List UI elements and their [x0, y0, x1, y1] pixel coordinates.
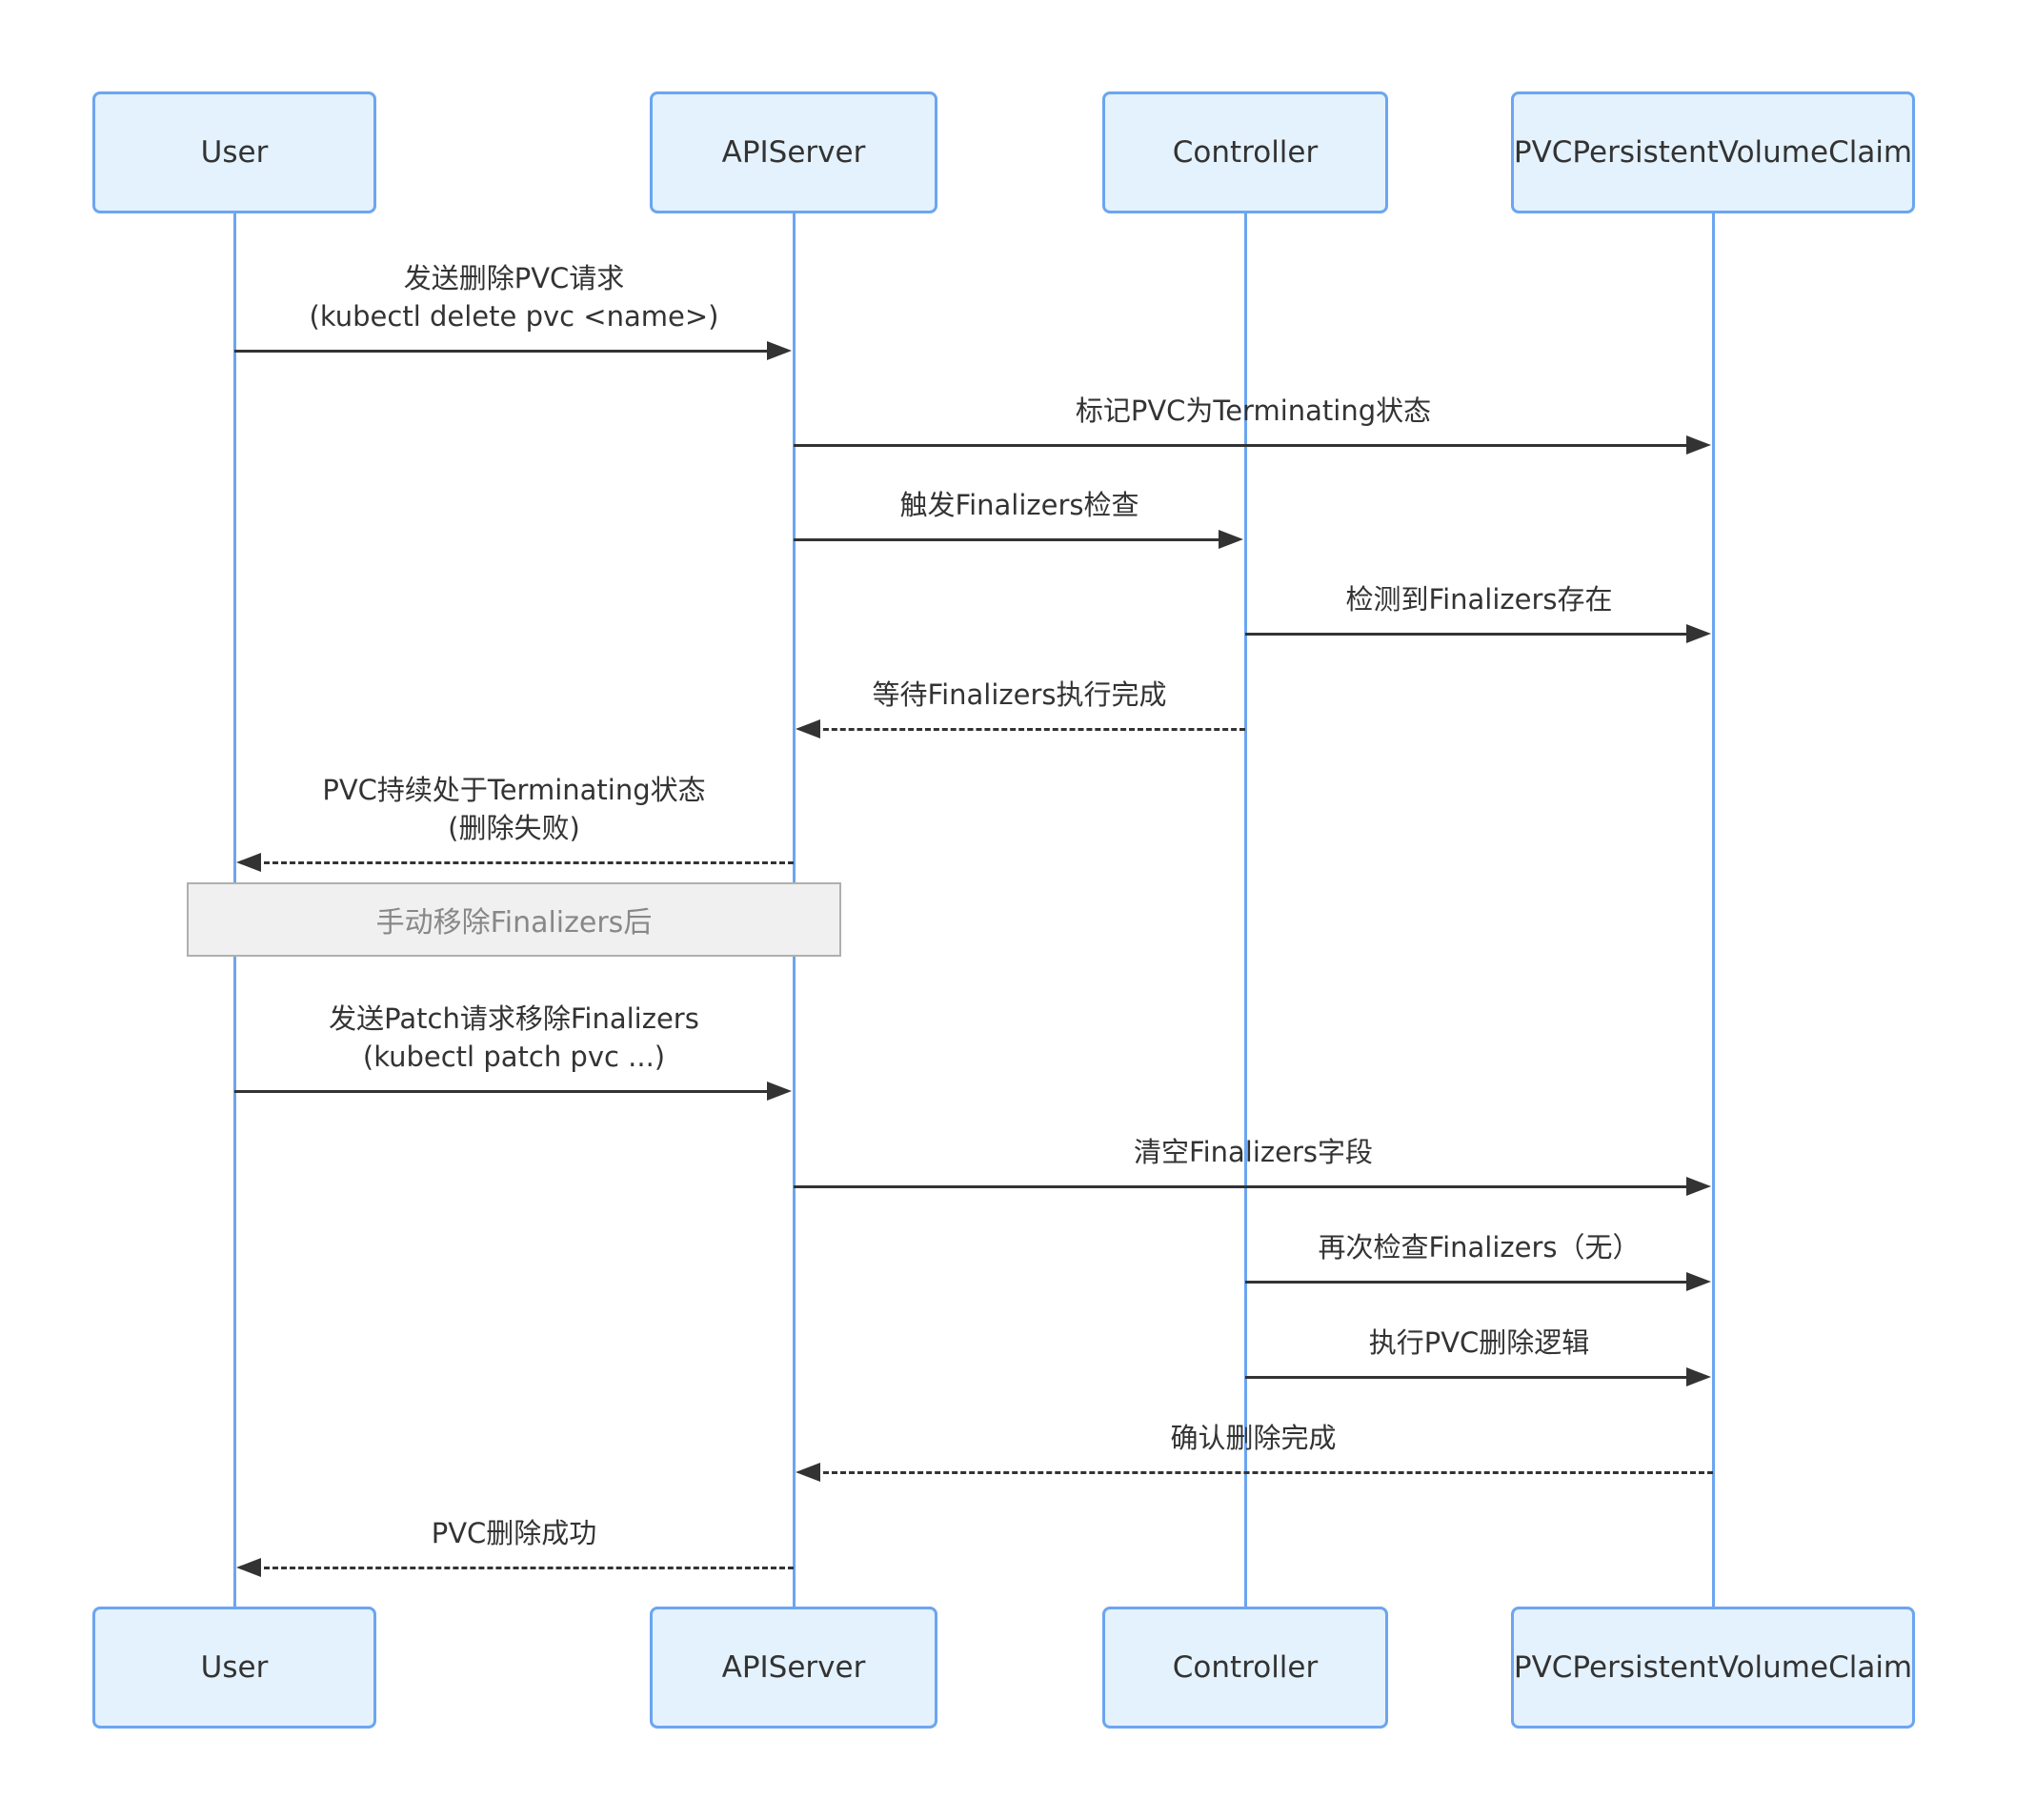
message-line-10 — [1245, 1375, 1692, 1379]
note-box: 手动移除Finalizers后 — [187, 882, 841, 957]
lifeline-controller — [1243, 212, 1247, 1608]
message-label-7: 发送Patch请求移除Finalizers (kubectl patch pvc … — [329, 1000, 699, 1076]
message-label-9: 再次检查Finalizers（无） — [1319, 1228, 1641, 1266]
arrowhead-icon — [1686, 1367, 1711, 1386]
message-line-12 — [255, 1566, 794, 1569]
participant-apiserver-bottom: APIServer — [650, 1607, 937, 1729]
message-line-5 — [815, 727, 1245, 731]
participant-label: User — [200, 135, 269, 170]
message-label-3: 触发Finalizers检查 — [900, 486, 1139, 524]
participant-controller-bottom: Controller — [1102, 1607, 1388, 1729]
message-text-line: 触发Finalizers检查 — [899, 489, 1139, 521]
message-text-line: 发送删除PVC请求 — [403, 262, 625, 294]
participant-label: APIServer — [721, 1650, 866, 1685]
arrowhead-icon — [796, 719, 820, 738]
message-label-12: PVC删除成功 — [432, 1514, 597, 1552]
participant-label: User — [200, 1650, 269, 1685]
message-text-line: 检测到Finalizers存在 — [1345, 583, 1613, 616]
message-label-11: 确认删除完成 — [1170, 1419, 1336, 1457]
message-line-7 — [234, 1089, 773, 1093]
arrowhead-icon — [767, 1082, 792, 1101]
message-label-8: 清空Finalizers字段 — [1134, 1133, 1373, 1171]
participant-label: APIServer — [721, 135, 866, 170]
message-label-5: 等待Finalizers执行完成 — [873, 676, 1167, 714]
arrowhead-icon — [1686, 1272, 1711, 1291]
message-text-line: (删除失败) — [448, 812, 580, 844]
message-line-2 — [794, 443, 1692, 447]
message-line-11 — [815, 1470, 1713, 1474]
participant-label: Controller — [1172, 135, 1319, 170]
participant-user-bottom: User — [92, 1607, 376, 1729]
message-text-line: 清空Finalizers字段 — [1134, 1136, 1373, 1168]
message-text-line: 确认删除完成 — [1170, 1422, 1337, 1454]
arrowhead-icon — [767, 341, 792, 360]
message-text-line: 执行PVC删除逻辑 — [1368, 1326, 1590, 1359]
message-label-1: 发送删除PVC请求 (kubectl delete pvc <name>) — [310, 259, 719, 335]
message-label-10: 执行PVC删除逻辑 — [1369, 1324, 1590, 1362]
note-label: 手动移除Finalizers后 — [375, 906, 653, 940]
arrowhead-icon — [1219, 530, 1243, 549]
message-text-line: (kubectl patch pvc ...) — [362, 1041, 666, 1073]
arrowhead-icon — [1686, 624, 1711, 643]
participant-apiserver-top: APIServer — [650, 91, 937, 213]
lifeline-pvc — [1711, 212, 1715, 1608]
message-line-9 — [1245, 1280, 1692, 1284]
message-line-3 — [794, 537, 1224, 541]
message-text-line: 等待Finalizers执行完成 — [872, 678, 1167, 711]
participant-label: Controller — [1172, 1650, 1319, 1685]
message-text-line: PVC删除成功 — [431, 1517, 597, 1549]
message-line-4 — [1245, 632, 1692, 636]
message-label-2: 标记PVC为Terminating状态 — [1076, 392, 1431, 430]
participant-controller-top: Controller — [1102, 91, 1388, 213]
message-label-4: 检测到Finalizers存在 — [1346, 580, 1613, 618]
message-text-line: 再次检查Finalizers（无） — [1318, 1231, 1641, 1264]
message-text-line: 发送Patch请求移除Finalizers — [329, 1002, 699, 1035]
participant-pvc-bottom: PVCPersistentVolumeClaim — [1511, 1607, 1915, 1729]
message-text-line: PVC持续处于Terminating状态 — [322, 774, 706, 806]
arrowhead-icon — [1686, 435, 1711, 455]
arrowhead-icon — [236, 853, 261, 872]
message-line-6 — [255, 860, 794, 864]
participant-pvc-top: PVCPersistentVolumeClaim — [1511, 91, 1915, 213]
message-text-line: (kubectl delete pvc <name>) — [309, 300, 719, 333]
arrowhead-icon — [1686, 1177, 1711, 1196]
participant-label: PVCPersistentVolumeClaim — [1513, 135, 1913, 170]
participant-user-top: User — [92, 91, 376, 213]
arrowhead-icon — [236, 1558, 261, 1577]
arrowhead-icon — [796, 1463, 820, 1482]
message-line-8 — [794, 1184, 1692, 1188]
message-text-line: 标记PVC为Terminating状态 — [1075, 394, 1432, 427]
participant-label: PVCPersistentVolumeClaim — [1513, 1650, 1913, 1685]
message-label-6: PVC持续处于Terminating状态 (删除失败) — [322, 771, 705, 847]
message-line-1 — [234, 349, 773, 353]
